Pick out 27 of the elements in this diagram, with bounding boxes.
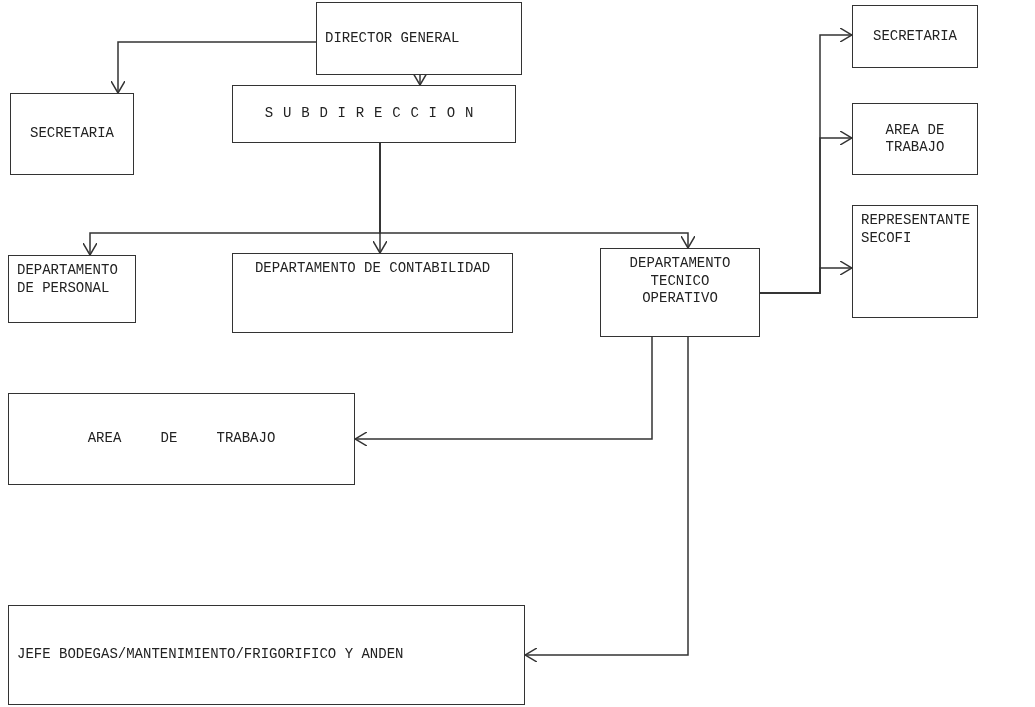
connector-arrow xyxy=(759,260,853,294)
org-box xyxy=(8,255,136,323)
org-box xyxy=(316,2,522,75)
box-label: DIRECTOR GENERAL xyxy=(325,29,460,48)
box-label: REPRESENTANTE SECOFI xyxy=(861,212,971,247)
box-label: AREA DE TRABAJO xyxy=(884,121,946,157)
connector-arrow xyxy=(524,336,689,663)
org-box xyxy=(8,393,355,485)
box-label: SECRETARIA xyxy=(873,27,957,46)
org-box xyxy=(8,605,525,705)
box-label: DEPARTAMENTO DE CONTABILIDAD xyxy=(254,260,491,278)
org-box xyxy=(600,248,760,337)
connector-arrow xyxy=(379,142,696,249)
connector-arrow xyxy=(354,336,653,447)
box-label: DEPARTAMENTO DE PERSONAL xyxy=(17,262,119,297)
box-label: SUBDIRECCION xyxy=(264,105,484,123)
box-label: SECRETARIA xyxy=(30,125,114,143)
box-label: JEFE BODEGAS/MANTENIMIENTO/FRIGORIFICO Y ANDEN xyxy=(17,646,404,664)
org-box xyxy=(10,93,134,175)
connector-arrow xyxy=(110,41,317,94)
box-label: DEPARTAMENTO TECNICO OPERATIVO xyxy=(628,255,732,308)
box-label: AREA DE TRABAJO xyxy=(87,430,276,448)
org-box xyxy=(852,103,978,175)
org-box xyxy=(232,85,516,143)
org-box xyxy=(232,253,513,333)
org-box xyxy=(852,5,978,68)
org-box xyxy=(852,205,978,318)
